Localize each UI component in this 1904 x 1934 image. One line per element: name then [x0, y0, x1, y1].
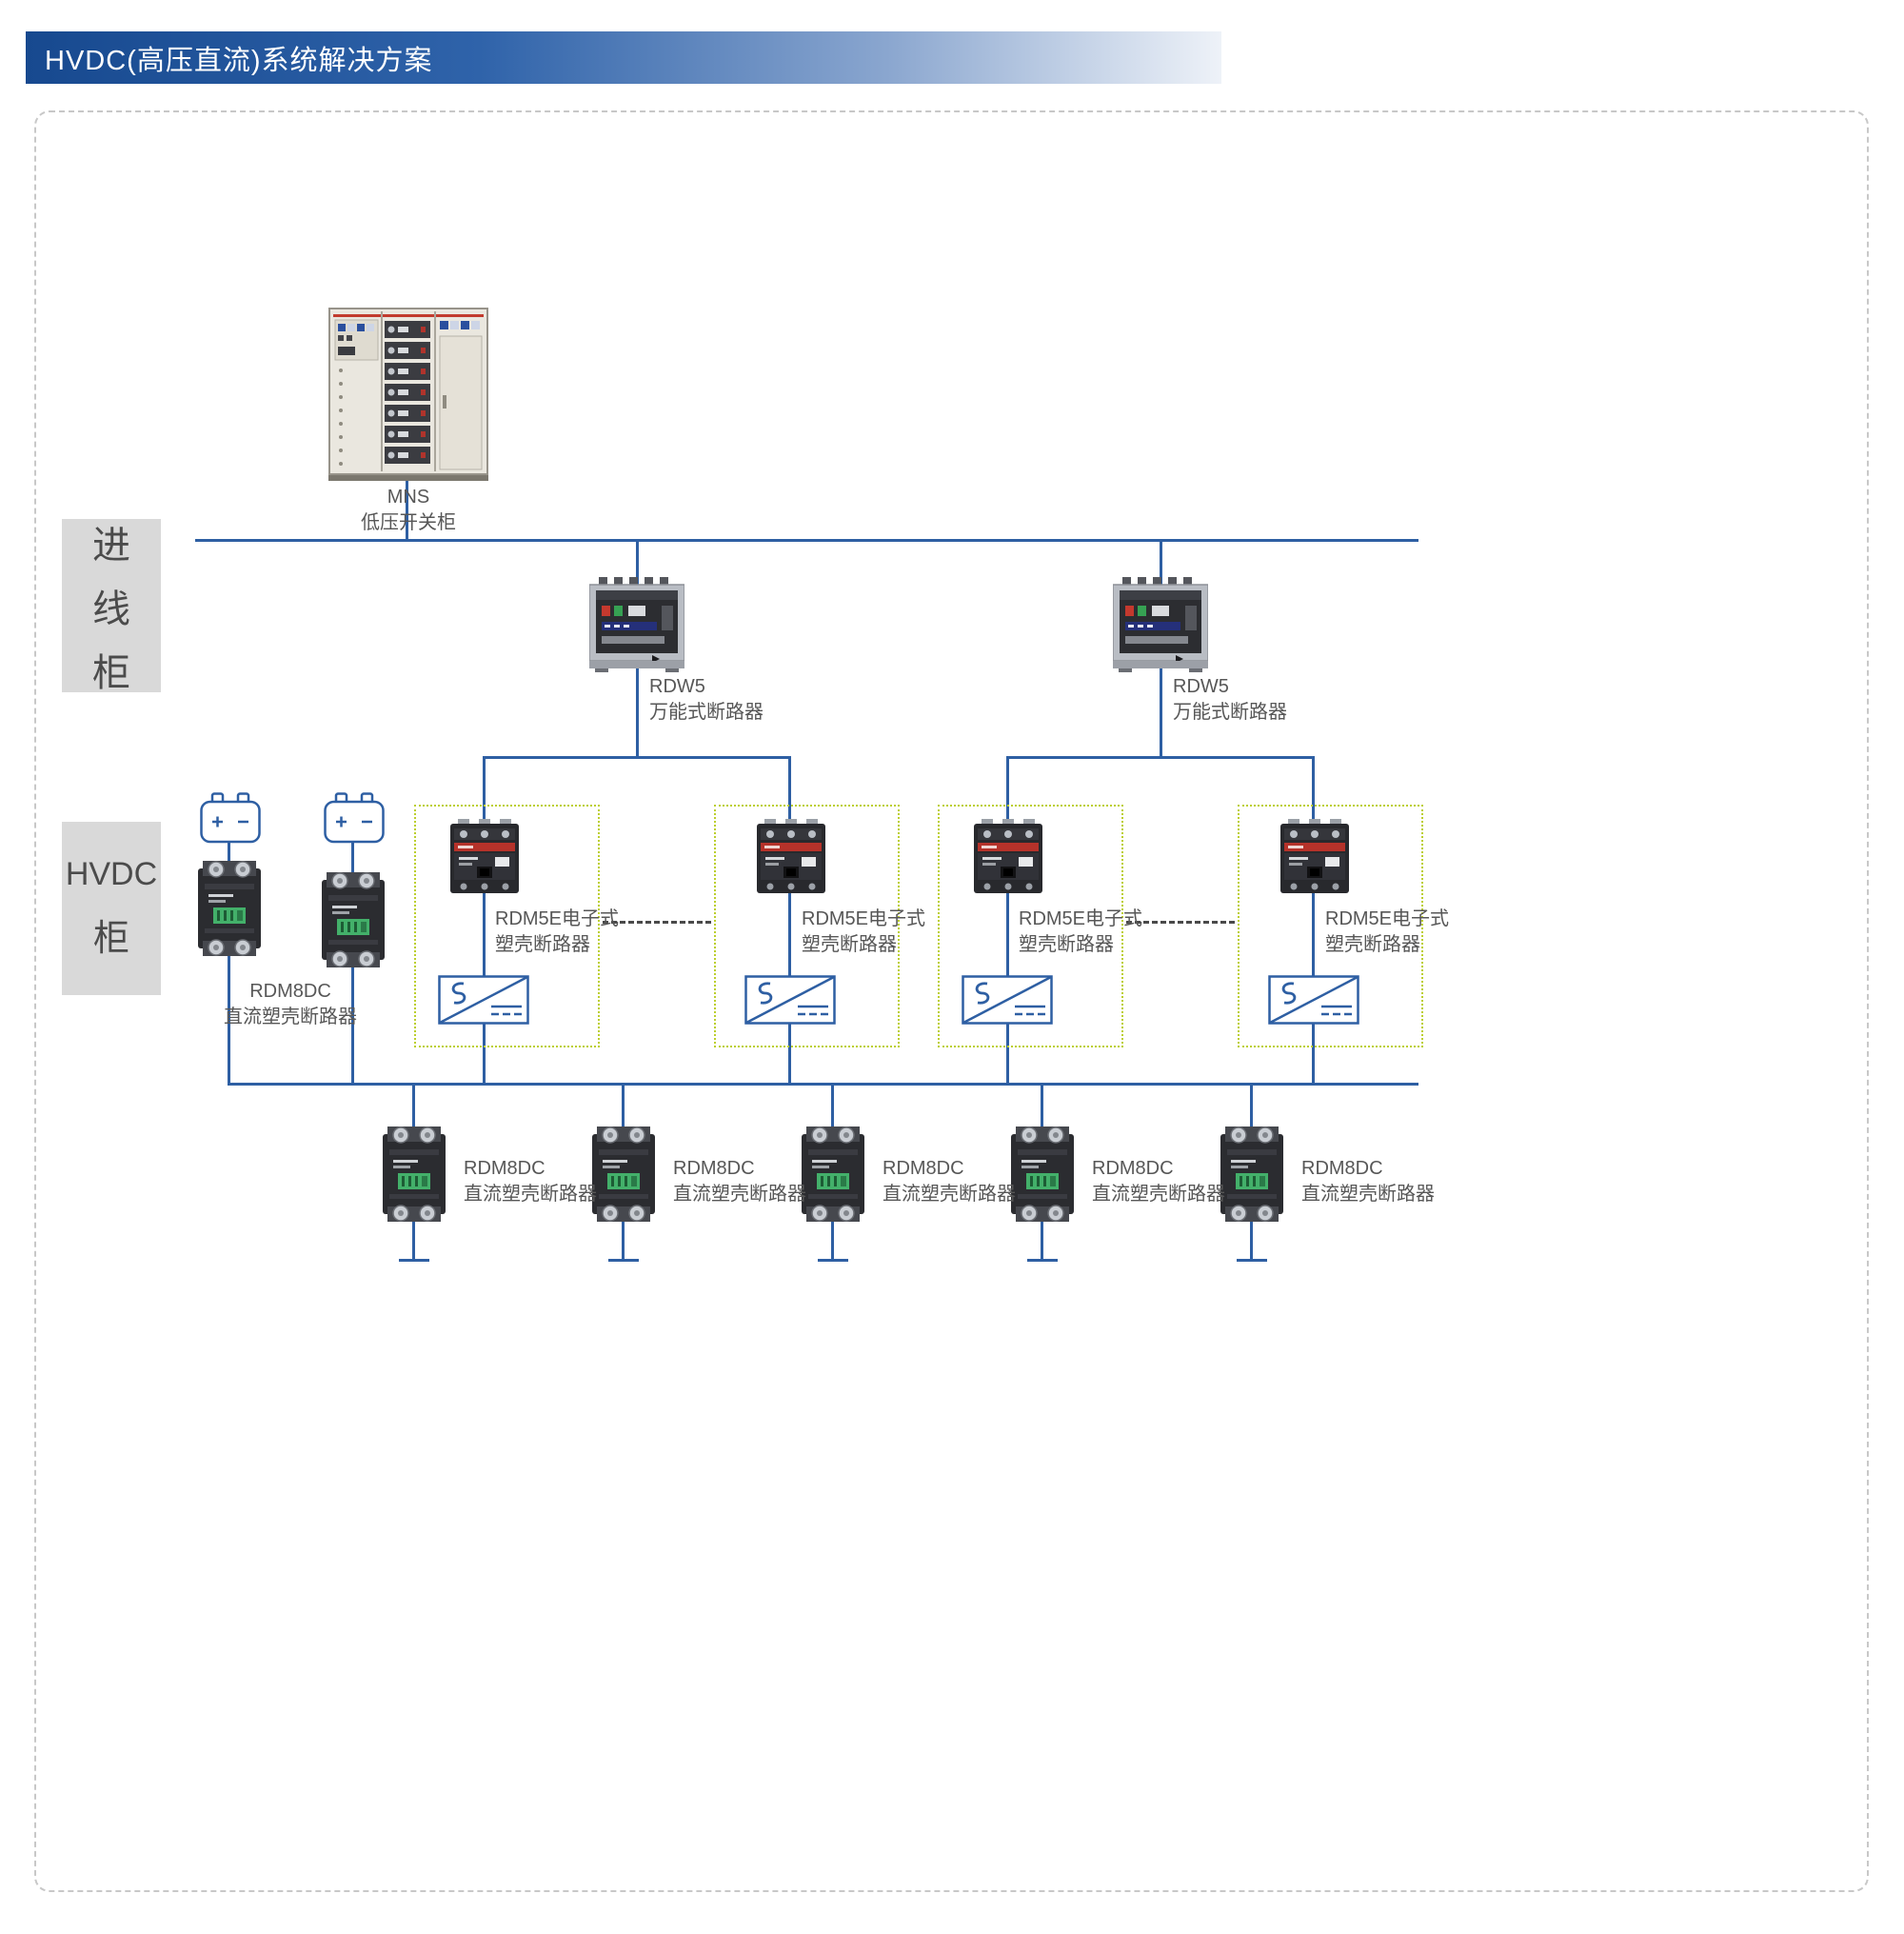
battery-line-1	[228, 842, 230, 1086]
mns-cabinet-image	[328, 308, 488, 481]
rdm5e-desc: 塑壳断路器	[1019, 934, 1114, 955]
rdm5e-name: RDM5E电子式	[1325, 908, 1450, 929]
rdm5e-label-3: RDM5E电子式 塑壳断路器	[1019, 907, 1142, 958]
rdm8dc-feeder-breaker-1-image	[383, 1127, 446, 1222]
rdm5e-desc: 塑壳断路器	[802, 934, 897, 955]
feeder-desc: 直流塑壳断路器	[673, 1184, 806, 1205]
rdm5e-label-1: RDM5E电子式 塑壳断路器	[495, 907, 619, 958]
rdm5e-breaker-1-image	[450, 819, 519, 895]
feeder-desc: 直流塑壳断路器	[1301, 1184, 1435, 1205]
rdm8dc-feeder-breaker-3-image	[802, 1127, 864, 1222]
rdw5-name: RDW5	[1173, 676, 1229, 697]
mns-name: MNS	[387, 487, 430, 508]
rdm5e-desc: 塑壳断路器	[1325, 934, 1420, 955]
feeder-desc: 直流塑壳断路器	[1092, 1184, 1225, 1205]
rdm5e-name: RDM5E电子式	[802, 908, 926, 929]
rdm8dc-feeder-breaker-4-image	[1011, 1127, 1074, 1222]
battery-breaker-name: RDM8DC	[249, 981, 331, 1002]
rdm8dc-feeder-breaker-2-image	[592, 1127, 655, 1222]
battery-icon-2	[324, 792, 385, 844]
converter-line-1	[483, 758, 486, 1086]
rdm8dc-battery-breaker-2-image	[322, 872, 385, 967]
converter-unit-box-1	[414, 805, 600, 1047]
rdm5e-breaker-4-image	[1280, 819, 1349, 895]
feeder-end-bar-4	[1027, 1259, 1058, 1262]
mns-label: MNS 低压开关柜	[328, 485, 488, 536]
bus-line-top	[195, 539, 1418, 542]
rdw5-desc: 万能式断路器	[649, 702, 764, 723]
converter-line-2	[788, 758, 791, 1086]
feeder-name: RDM8DC	[883, 1158, 964, 1179]
rdw5-desc: 万能式断路器	[1173, 702, 1287, 723]
acdc-converter-icon-4	[1268, 975, 1359, 1025]
incoming-cabinet-label-box: 进 线 柜	[62, 519, 161, 694]
feeder-end-bar-5	[1237, 1259, 1267, 1262]
converter-line-3	[1006, 758, 1009, 1086]
feeder-label-4: RDM8DC 直流塑壳断路器	[1092, 1156, 1225, 1207]
converter-line-4	[1312, 758, 1315, 1086]
feeder-desc: 直流塑壳断路器	[464, 1184, 597, 1205]
incoming-cabinet-char-3: 柜	[92, 652, 130, 694]
converter-unit-box-3	[938, 805, 1123, 1047]
hvdc-cabinet-line-1: HVDC	[65, 856, 158, 892]
feeder-desc: 直流塑壳断路器	[883, 1184, 1016, 1205]
dashed-link-1	[603, 921, 711, 924]
converter-unit-box-4	[1238, 805, 1423, 1047]
feeder-label-3: RDM8DC 直流塑壳断路器	[883, 1156, 1016, 1207]
rdm5e-name: RDM5E电子式	[1019, 908, 1143, 929]
mns-desc: 低压开关柜	[361, 512, 456, 533]
acdc-converter-icon-3	[962, 975, 1053, 1025]
rdw5-label-1: RDW5 万能式断路器	[649, 674, 764, 726]
rdm5e-desc: 塑壳断路器	[495, 934, 590, 955]
feeder-name: RDM8DC	[1092, 1158, 1174, 1179]
branch-tee-line-1	[483, 756, 791, 759]
rdm5e-label-2: RDM5E电子式 塑壳断路器	[802, 907, 925, 958]
page-title: HVDC(高压直流)系统解决方案	[45, 45, 433, 76]
rdw5-breaker-1-image	[589, 577, 684, 672]
converter-unit-box-2	[714, 805, 900, 1047]
page-title-bar: HVDC(高压直流)系统解决方案	[26, 31, 1221, 84]
battery-icon-1	[200, 792, 261, 844]
diagram-border	[34, 110, 1869, 1892]
feeder-name: RDM8DC	[464, 1158, 545, 1179]
acdc-converter-icon-1	[438, 975, 529, 1025]
feeder-end-bar-3	[818, 1259, 848, 1262]
rdm5e-name: RDM5E电子式	[495, 908, 620, 929]
rdm8dc-battery-breaker-1-image	[198, 861, 261, 956]
battery-breaker-label: RDM8DC 直流塑壳断路器	[214, 979, 367, 1030]
rdm5e-breaker-3-image	[974, 819, 1042, 895]
incoming-cabinet-char-2: 线	[92, 588, 130, 630]
feeder-end-bar-2	[608, 1259, 639, 1262]
incoming-cabinet-char-1: 进	[92, 525, 130, 567]
rdw5-breaker-2-image	[1113, 577, 1208, 672]
battery-breaker-desc: 直流塑壳断路器	[224, 1007, 357, 1027]
feeder-label-5: RDM8DC 直流塑壳断路器	[1301, 1156, 1435, 1207]
rdw5-label-2: RDW5 万能式断路器	[1173, 674, 1287, 726]
feeder-name: RDM8DC	[1301, 1158, 1383, 1179]
hvdc-cabinet-line-2: 柜	[92, 919, 129, 959]
acdc-converter-icon-2	[744, 975, 836, 1025]
hvdc-cabinet-label-box: HVDC 柜	[62, 822, 161, 995]
feeder-end-bar-1	[399, 1259, 429, 1262]
dashed-link-2	[1126, 921, 1235, 924]
feeder-label-1: RDM8DC 直流塑壳断路器	[464, 1156, 597, 1207]
bus-line-bottom	[228, 1083, 1418, 1086]
mns-drop-line	[406, 479, 408, 541]
rdm5e-label-4: RDM5E电子式 塑壳断路器	[1325, 907, 1449, 958]
feeder-label-2: RDM8DC 直流塑壳断路器	[673, 1156, 806, 1207]
rdm5e-breaker-2-image	[757, 819, 825, 895]
rdm8dc-feeder-breaker-5-image	[1220, 1127, 1283, 1222]
branch-tee-line-2	[1006, 756, 1315, 759]
feeder-name: RDM8DC	[673, 1158, 755, 1179]
rdw5-name: RDW5	[649, 676, 705, 697]
